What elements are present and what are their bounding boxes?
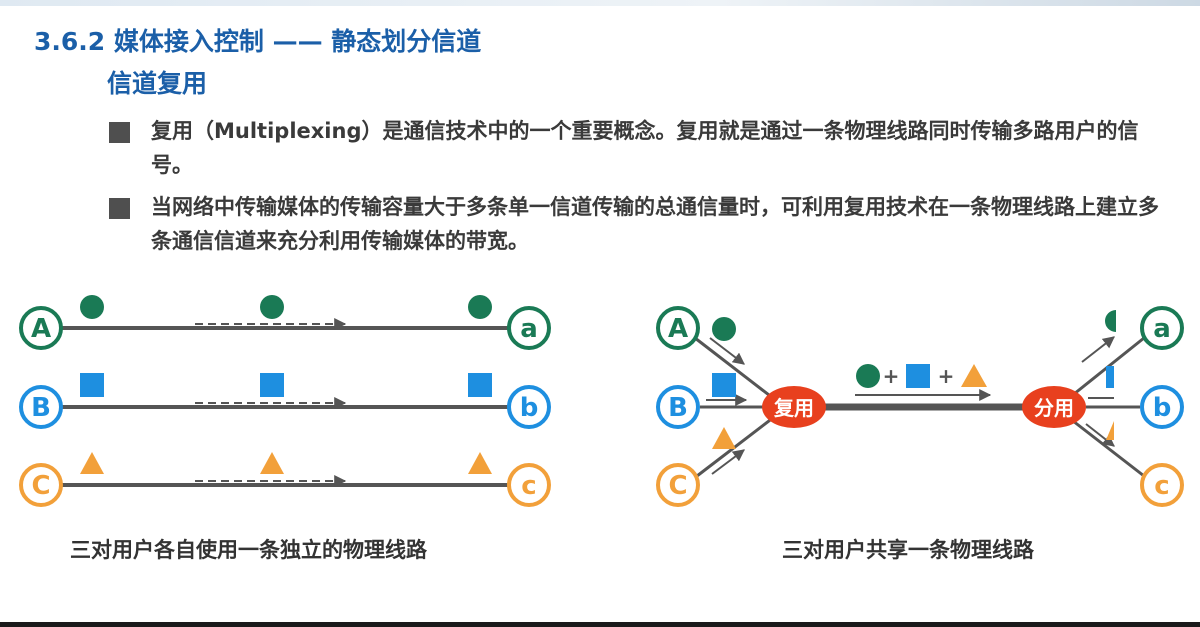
right-sender-c-label: C [668, 471, 687, 501]
mux-link-a [694, 336, 779, 404]
right-receiver-a-label: a [1153, 314, 1171, 344]
bullet-1-text: 复用（Multiplexing）是通信技术中的一个重要概念。复用就是通过一条物理… [151, 119, 1139, 177]
bullet-1: 复用（Multiplexing）是通信技术中的一个重要概念。复用就是通过一条物理… [107, 114, 1167, 182]
left-channel-b: B b [19, 373, 551, 429]
right-sender-c-node [656, 463, 700, 507]
plus-sign: + [883, 364, 900, 388]
left-receiver-c-label: c [521, 471, 536, 501]
bottom-bar [0, 622, 1200, 627]
orange-triangle-icon [260, 452, 284, 474]
demux-label: 分用 [1034, 396, 1074, 420]
left-receiver-a-label: a [520, 314, 538, 344]
green-circle-icon [80, 295, 104, 319]
left-sender-a-label: A [31, 314, 51, 344]
mux-link-c [696, 412, 779, 478]
orange-triangle-icon [961, 364, 987, 387]
page-title: 3.6.2 媒体接入控制 —— 静态划分信道 [34, 27, 482, 56]
right-receiver-c-node [1140, 463, 1184, 507]
left-sender-c-node [19, 463, 63, 507]
blue-square-icon [80, 373, 104, 397]
blue-square-icon [712, 373, 736, 397]
demux-link-c [1063, 412, 1145, 478]
right-sender-a-node [656, 306, 700, 350]
section-subtitle: 信道复用 [107, 69, 208, 98]
left-sender-a-node [19, 306, 63, 350]
mux-label: 复用 [773, 396, 814, 420]
right-receiver-b-label: b [1153, 393, 1172, 423]
left-receiver-a-node [507, 306, 551, 350]
demux-link-a [1063, 336, 1145, 404]
left-sender-b-label: B [31, 393, 51, 423]
left-channel-a: A a [19, 295, 551, 350]
plus-sign: + [938, 364, 955, 388]
right-diagram: + + A B C 复用 分用 a b c [656, 306, 1184, 507]
right-sender-b-node [656, 385, 700, 429]
left-sender-c-label: C [31, 471, 50, 501]
green-circle-icon [468, 295, 492, 319]
left-receiver-b-node [507, 385, 551, 429]
bullet-square-icon [109, 198, 130, 219]
link-arrow-a-out [1081, 336, 1115, 363]
right-sender-b-label: B [668, 393, 688, 423]
left-diagram-caption: 三对用户各自使用一条独立的物理线路 [70, 538, 427, 562]
right-receiver-b-node [1140, 385, 1184, 429]
orange-triangle-icon [712, 427, 736, 449]
link-arrow-c [711, 449, 745, 475]
right-diagram-caption: 三对用户共享一条物理线路 [782, 538, 1034, 562]
top-strip [0, 0, 1200, 6]
demux-node [1022, 386, 1086, 428]
green-half-circle-icon [1105, 310, 1116, 332]
link-arrow-a [709, 337, 745, 365]
orange-triangle-icon [468, 452, 492, 474]
blue-square-icon [260, 373, 284, 397]
orange-triangle-icon [80, 452, 104, 474]
right-receiver-c-label: c [1154, 471, 1169, 501]
green-circle-icon [856, 364, 880, 388]
mux-node [762, 386, 826, 428]
multiplexing-diagram: A a B b C c [19, 295, 1184, 507]
green-circle-icon [712, 317, 736, 341]
left-receiver-c-node [507, 463, 551, 507]
blue-square-icon [906, 364, 930, 388]
left-diagram: A a B b C c [19, 295, 551, 507]
link-arrow-c-out [1085, 423, 1115, 447]
blue-sliver-icon [1106, 366, 1114, 388]
green-circle-icon [260, 295, 284, 319]
right-sender-a-label: A [668, 314, 688, 344]
orange-sliver-icon [1106, 421, 1114, 440]
bullet-2-text: 当网络中传输媒体的传输容量大于多条单一信道传输的总通信量时，可利用复用技术在一条… [151, 195, 1159, 253]
left-channel-c: C c [19, 452, 551, 507]
right-receiver-a-node [1140, 306, 1184, 350]
bullet-square-icon [109, 122, 130, 143]
bullet-2: 当网络中传输媒体的传输容量大于多条单一信道传输的总通信量时，可利用复用技术在一条… [107, 190, 1167, 258]
left-sender-b-node [19, 385, 63, 429]
left-receiver-b-label: b [520, 393, 539, 423]
blue-square-icon [468, 373, 492, 397]
